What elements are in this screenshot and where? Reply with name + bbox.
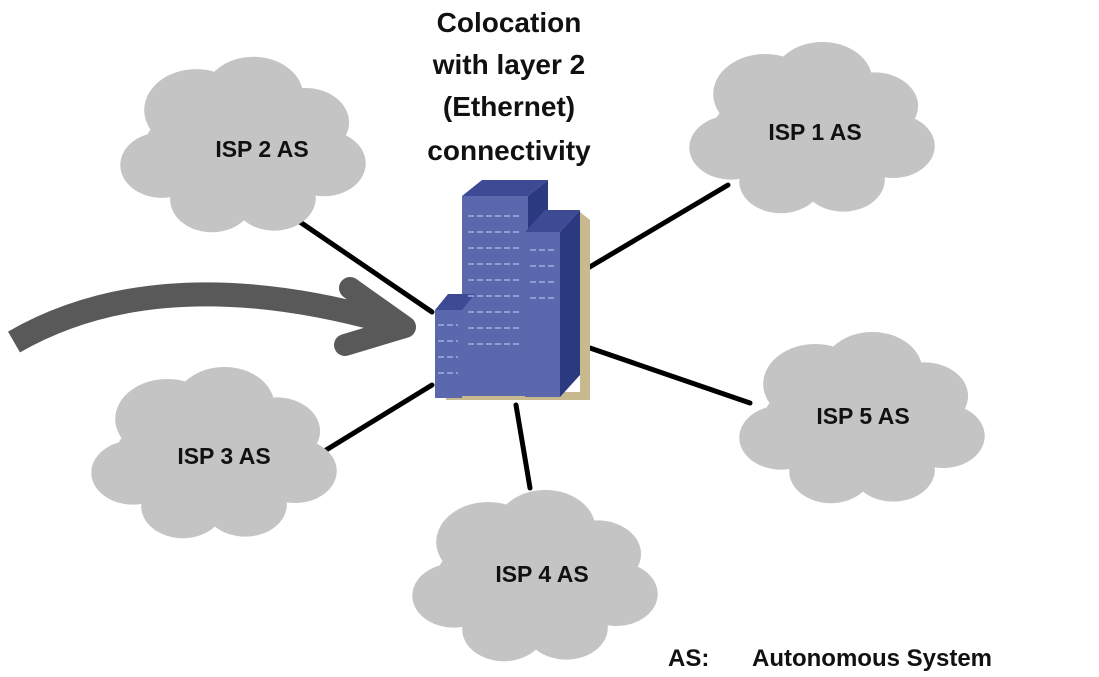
title-line-1: Colocation (437, 7, 582, 38)
cloud-isp4: ISP 4 AS (412, 490, 658, 662)
title-line-4: connectivity (427, 135, 591, 166)
link-isp1 (585, 182, 731, 271)
link-isp3 (315, 382, 435, 458)
link-isp4 (513, 402, 533, 491)
curved-arrow-icon (8, 277, 416, 356)
legend: AS: Autonomous System (668, 645, 992, 673)
cloud-isp5: ISP 5 AS (739, 332, 985, 504)
title-line-2: with layer 2 (432, 49, 586, 80)
colocation-title: Colocation with layer 2 (Ethernet) conne… (427, 7, 591, 166)
cloud-isp1: ISP 1 AS (689, 42, 935, 214)
title-line-3: (Ethernet) (443, 91, 575, 122)
cloud-isp5-label: ISP 5 AS (816, 403, 909, 429)
cloud-isp2: ISP 2 AS (120, 56, 366, 233)
cloud-isp3: ISP 3 AS (91, 367, 337, 539)
legend-abbr: AS: (668, 645, 710, 672)
cloud-isp3-label: ISP 3 AS (177, 443, 270, 469)
link-isp2 (297, 219, 435, 315)
cloud-isp2-label: ISP 2 AS (215, 136, 308, 162)
office-building-icon (435, 180, 590, 400)
cloud-isp4-label: ISP 4 AS (495, 561, 588, 587)
connection-lines (297, 182, 753, 491)
cloud-isp1-label: ISP 1 AS (768, 119, 861, 145)
link-isp5 (587, 345, 753, 406)
legend-meaning: Autonomous System (752, 645, 993, 672)
